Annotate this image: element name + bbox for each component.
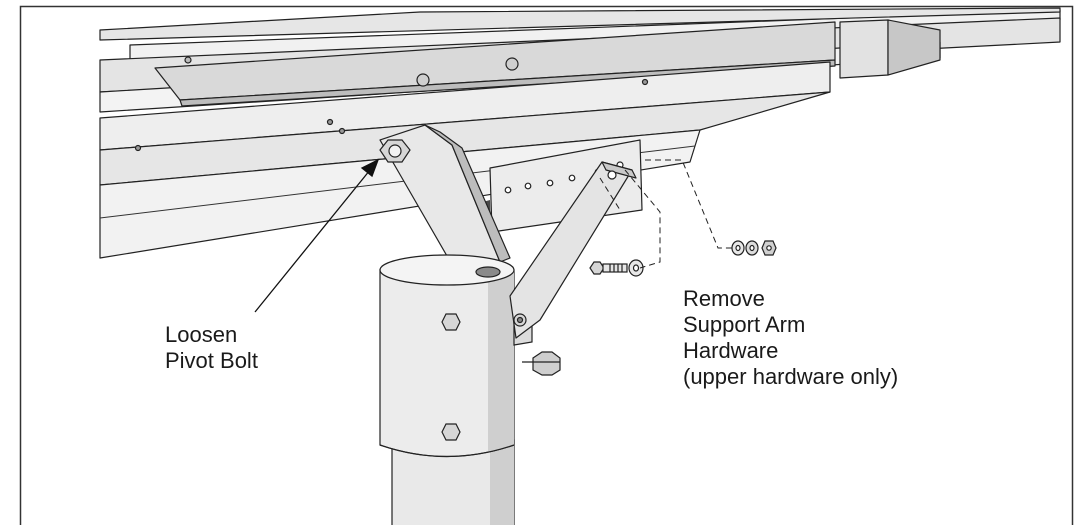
top-rail-lip [99, 7, 1061, 41]
assembly-lines [599, 159, 732, 269]
hex-bolt-icon [589, 261, 628, 275]
removed-hardware [589, 240, 777, 277]
rail-bolt-1 [416, 73, 430, 87]
square-tube [839, 19, 889, 79]
pivot-leader [254, 158, 380, 313]
sleeve-bolt-lower [441, 423, 461, 441]
callout-remove-support-arm-hardware: Remove Support Arm Hardware (upper hardw… [683, 286, 898, 390]
rail-bolt-2 [505, 57, 519, 71]
callout-loosen-pivot-bolt: Loosen Pivot Bolt [165, 322, 258, 374]
channel-lip [179, 59, 836, 107]
solar-panel-rack [99, 7, 1061, 259]
square-tube-side [887, 19, 941, 76]
callout-support-line4: (upper hardware only) [683, 364, 899, 389]
callout-pivot-line1: Loosen [165, 322, 238, 347]
callout-support-line2: Support Arm [683, 312, 806, 337]
callout-pivot-line2: Pivot Bolt [165, 348, 258, 373]
sleeve-top [379, 254, 515, 286]
washer-lockwasher-nut-icon [731, 240, 777, 256]
washer-icon [628, 259, 644, 277]
callout-support-line1: Remove [683, 286, 765, 311]
support-arm [509, 161, 637, 339]
mounting-post [379, 254, 561, 525]
callout-support-line3: Hardware [683, 338, 779, 363]
side-tab-bolt [532, 351, 561, 376]
pivot-bolt [379, 139, 411, 163]
sleeve-bolt-upper [441, 313, 461, 331]
